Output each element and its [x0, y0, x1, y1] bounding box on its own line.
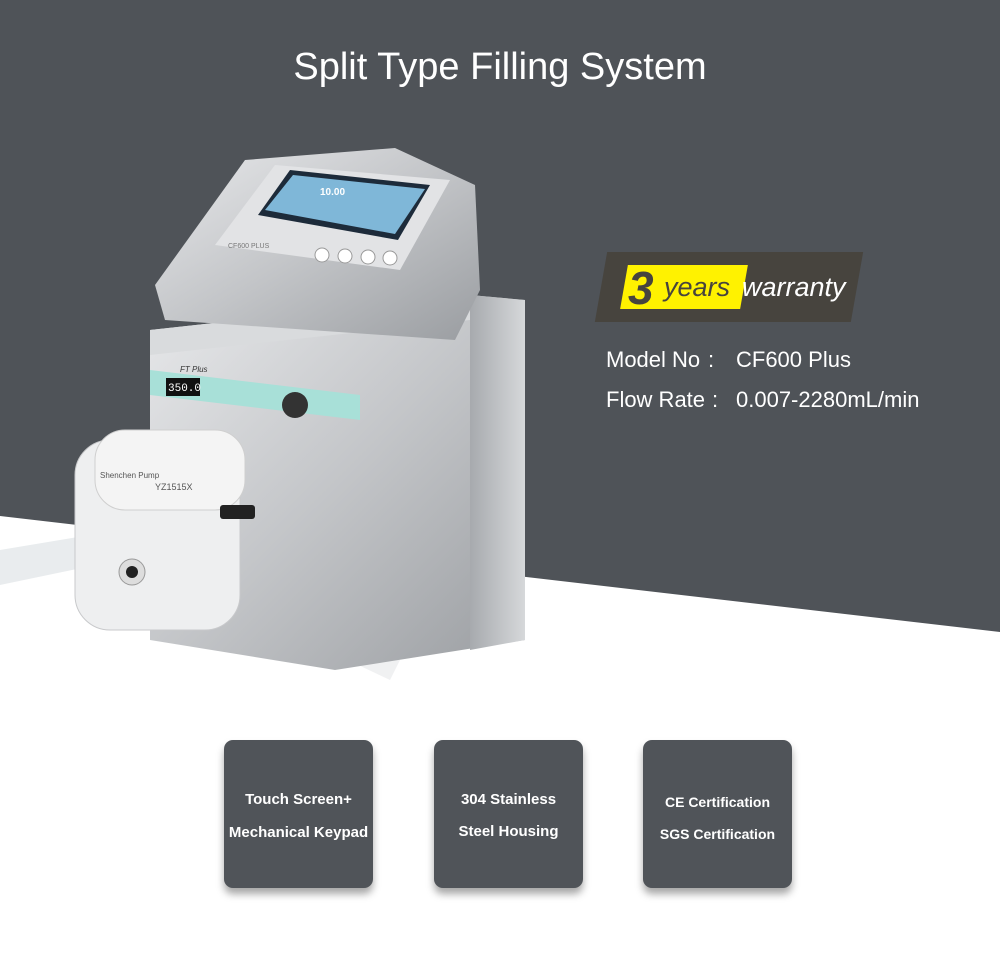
drive-label: FT Plus: [180, 365, 208, 374]
warranty-text: warranty: [742, 272, 846, 302]
feature-line: SGS Certification: [659, 826, 776, 842]
spec-flow-rate: Flow Rate: 0.007-2280mL/min: [606, 387, 920, 412]
feature-card-touch-screen: Touch Screen+ Mechanical Keypad: [224, 740, 373, 888]
feature-line: CE Certification: [664, 794, 770, 810]
controller-label: CF600 PLUS: [228, 243, 270, 250]
feature-card-certification: CE Certification SGS Certification: [643, 740, 792, 888]
feature-line: Touch Screen+: [245, 791, 352, 808]
spec-value: 0.007-2280mL/min: [736, 387, 920, 412]
page-title: Split Type Filling System: [293, 46, 707, 88]
pump-brand: Shenchen Pump: [100, 471, 160, 480]
spec-label: Flow Rate: [606, 387, 706, 412]
spec-label: Model No: [606, 347, 701, 372]
warranty-number: 3: [628, 262, 654, 314]
pump-head-model: YZ1515X: [155, 482, 193, 492]
screen-value: 10.00: [320, 187, 345, 198]
feature-line: Steel Housing: [458, 823, 559, 840]
warranty-years: years: [664, 272, 731, 302]
drive-display: 350.0: [168, 383, 201, 395]
feature-card-stainless-steel: 304 Stainless Steel Housing: [434, 740, 583, 888]
feature-line: 304 Stainless: [460, 791, 557, 808]
feature-line: Mechanical Keypad: [228, 824, 369, 841]
spec-model: Model No: CF600 Plus: [606, 347, 851, 372]
product-image-peristaltic-pump: 350.0 FT Plus 10.00 CF600 PLUS Shenchen …: [0, 148, 525, 680]
spec-value: CF600 Plus: [736, 347, 851, 372]
